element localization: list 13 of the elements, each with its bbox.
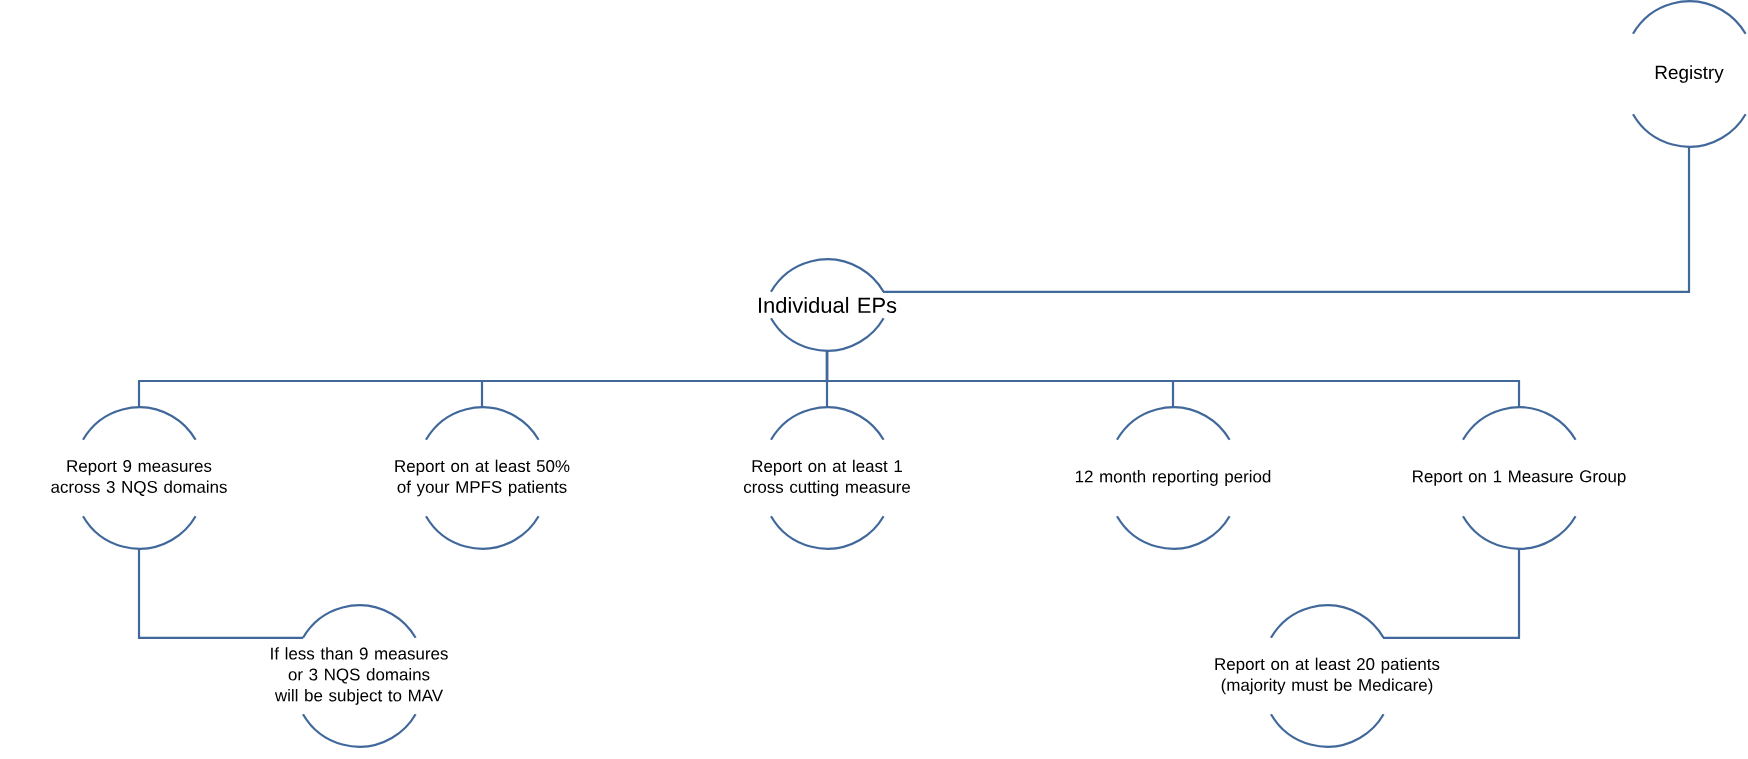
arc-node: Report on at least 20 patients (majority must be Medicare) — [1215, 604, 1440, 748]
connector-line — [883, 146, 1691, 293]
arc-node: If less than 9 measures or 3 NQS domains will be subject to MAV — [271, 604, 448, 748]
connector-line — [137, 548, 303, 639]
arc-node: Report on at least 1 cross cutting measure — [743, 406, 910, 550]
arc-node: Registry — [1632, 0, 1747, 148]
arc-node: Report on 1 Measure Group — [1413, 406, 1626, 550]
connector-line — [1383, 548, 1521, 639]
arc-node: 12 month reporting period — [1075, 406, 1271, 550]
connector-line — [825, 350, 1521, 408]
arc-node: Report 9 measures across 3 NQS domains — [51, 406, 227, 550]
arc-node: Report on at least 50% of your MPFS patients — [395, 406, 570, 550]
arc-node: Individual EPs — [758, 258, 897, 352]
